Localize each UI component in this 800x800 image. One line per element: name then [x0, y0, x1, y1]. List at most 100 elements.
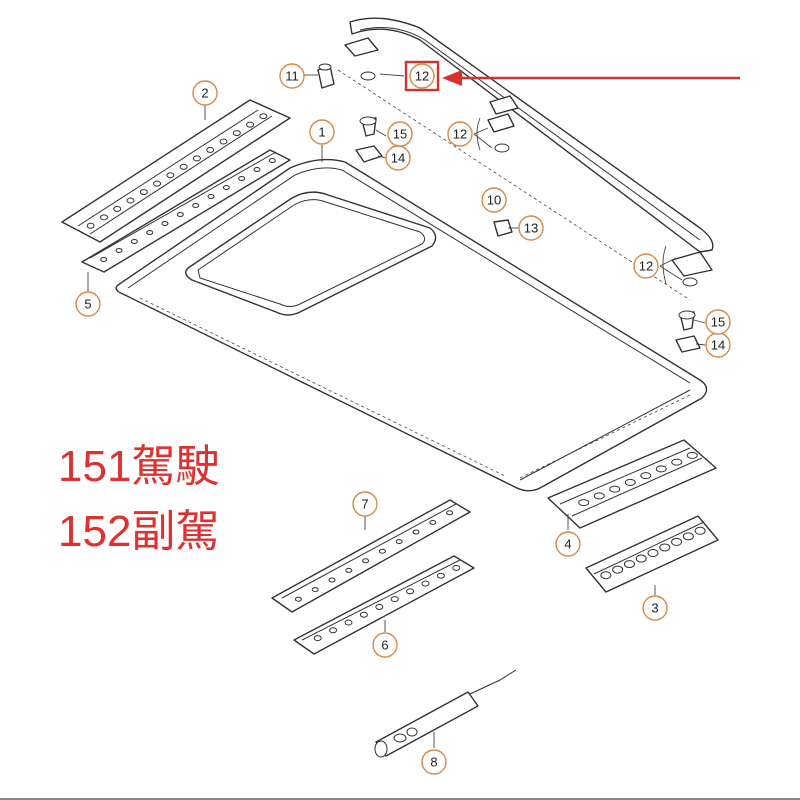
bow-hole: [99, 214, 108, 221]
callout-8-label: 8: [430, 755, 437, 770]
bottom-divider: [0, 798, 800, 800]
bow-hole: [206, 146, 215, 153]
clips: [317, 63, 701, 353]
callout-15-right-label: 15: [711, 315, 725, 330]
bow-hole: [429, 519, 437, 525]
bow-hole: [130, 239, 138, 244]
callouts: 1 2 3 4 5 6 7 8 10 11 12 12 12 13 14 14 …: [75, 63, 731, 775]
bow-hole: [686, 451, 698, 459]
bow-hole: [655, 465, 667, 473]
bow-hole: [647, 549, 659, 557]
annotation-driver: 151駕駛: [58, 442, 220, 491]
bow-hole: [375, 603, 384, 610]
bow-hole: [694, 526, 706, 535]
bow-hole: [359, 611, 368, 618]
roof-rail: [337, 17, 714, 301]
annotation-passenger: 152副駕: [58, 507, 220, 556]
callout-15-top-label: 15: [393, 127, 407, 142]
sunroof-opening: [185, 191, 437, 316]
bow-hole: [86, 222, 95, 229]
callout-2: 2: [192, 80, 218, 106]
callout-15-right: 15: [705, 309, 731, 335]
bow-hole: [153, 180, 162, 187]
bow-hole: [311, 587, 319, 593]
callout-12-top-label: 12: [415, 69, 429, 84]
bow-hole: [593, 492, 605, 500]
bow-hole: [294, 596, 302, 602]
bow-hole: [166, 172, 175, 179]
callout-11-label: 11: [285, 69, 299, 84]
callout-13-label: 13: [524, 221, 538, 236]
callout-12-mid: 12: [447, 121, 473, 147]
bow-hole: [176, 212, 184, 217]
bow-hole: [609, 485, 621, 493]
bow-hole: [635, 554, 647, 563]
rear-bow-lower: [585, 515, 719, 593]
bow-hole: [671, 458, 683, 466]
front-header-bow: [61, 99, 291, 243]
bow-hole: [222, 185, 230, 190]
sealant-cartridge: [374, 669, 517, 758]
bow-hole: [253, 167, 261, 172]
highlight-arrow: [404, 60, 740, 92]
callout-14-top-label: 14: [391, 151, 405, 166]
callout-5-label: 5: [84, 297, 91, 312]
bow-hole: [115, 248, 123, 253]
bow-hole: [207, 194, 215, 199]
callout-12-mid-label: 12: [453, 127, 467, 142]
callout-6-label: 6: [381, 638, 388, 653]
bow-hole: [612, 565, 624, 574]
bow-hole: [362, 558, 370, 564]
bow-hole: [452, 564, 461, 571]
bow-hole: [192, 155, 201, 162]
bow-hole: [329, 627, 338, 634]
callout-14-right-label: 14: [711, 338, 725, 353]
callout-12-right-label: 12: [639, 259, 653, 274]
bow-hole: [378, 548, 386, 554]
bow-hole: [146, 230, 154, 235]
bow-hole: [139, 189, 148, 196]
bow-hole: [446, 510, 454, 516]
rear-bow-upper: [547, 439, 717, 529]
bow-hole: [395, 539, 403, 545]
leader-lines: [87, 73, 706, 748]
bow-hole: [412, 529, 420, 535]
bow-hole: [624, 478, 636, 486]
bow-hole: [192, 203, 200, 208]
bow-hole: [259, 113, 268, 120]
bow-hole: [436, 572, 445, 579]
callout-10-label: 10: [487, 193, 501, 208]
bow-hole: [421, 580, 430, 587]
callout-14-right: 14: [705, 332, 731, 358]
bow-hole: [219, 138, 228, 145]
callout-14-top: 14: [385, 145, 411, 171]
callout-4-label: 4: [564, 537, 571, 552]
bow-hole: [406, 588, 415, 595]
bow-hole: [640, 472, 652, 480]
callout-12-top: 12: [409, 63, 435, 89]
bow-hole: [659, 543, 671, 552]
middle-bow-lower: [293, 555, 475, 655]
callout-5: 5: [75, 291, 101, 317]
bow-hole: [238, 176, 246, 181]
bow-hole: [600, 571, 612, 580]
callout-3: 3: [642, 595, 668, 621]
bow-hole: [345, 567, 353, 573]
callout-1-label: 1: [318, 125, 325, 140]
callout-6: 6: [372, 632, 398, 658]
callout-4: 4: [555, 531, 581, 557]
middle-bow-upper: [271, 499, 471, 613]
bow-hole: [344, 619, 353, 626]
callout-15-top: 15: [387, 121, 413, 147]
callout-13: 13: [518, 215, 544, 241]
callout-8: 8: [421, 749, 447, 775]
front-header-inner: [81, 149, 291, 273]
bow-hole: [328, 577, 336, 583]
bow-hole: [313, 635, 322, 642]
bow-hole: [161, 221, 169, 226]
bow-hole: [623, 560, 635, 569]
highlight-box: [404, 60, 440, 92]
bow-hole: [268, 158, 276, 163]
callout-3-label: 3: [651, 601, 658, 616]
